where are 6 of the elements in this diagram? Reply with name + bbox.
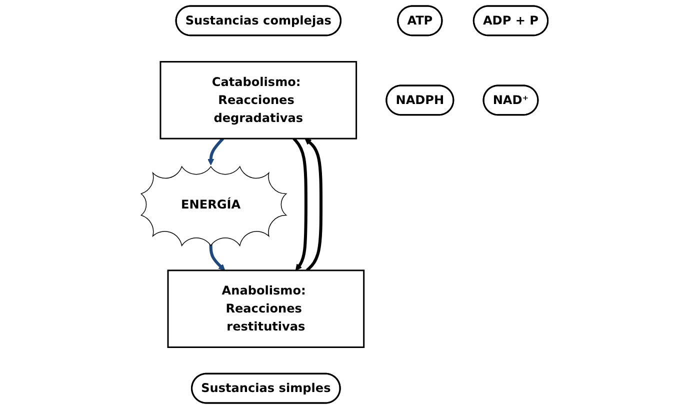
arrow [304, 138, 323, 272]
arrow [208, 138, 224, 166]
arrow [209, 244, 226, 271]
arrow [292, 138, 308, 271]
node-box: Anabolismo: Reacciones restitutivas [167, 270, 365, 348]
node-box: Catabolismo: Reacciones degradativas [160, 61, 358, 140]
